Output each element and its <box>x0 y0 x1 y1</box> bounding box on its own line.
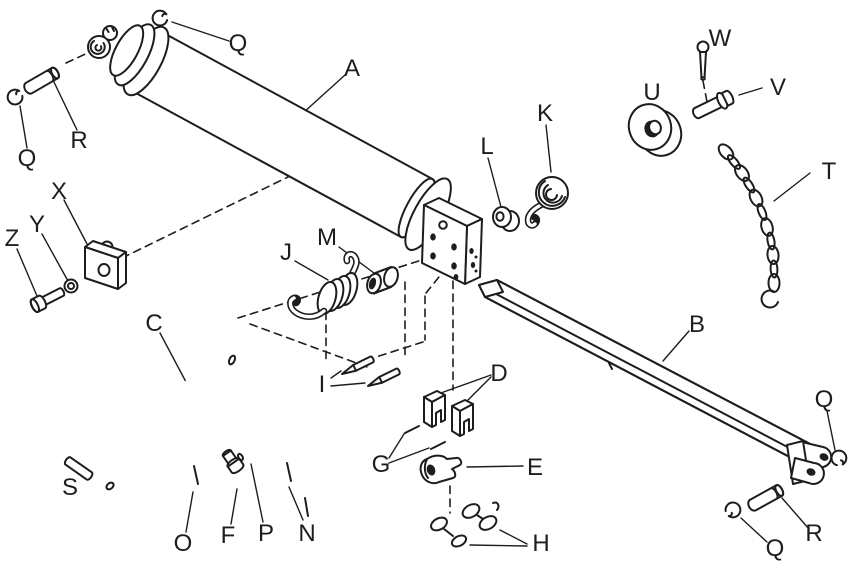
part-l-bushing <box>492 206 520 232</box>
label-d: D <box>490 360 507 387</box>
label-j: J <box>280 239 292 266</box>
label-q-3: Q <box>815 386 834 413</box>
label-y: Y <box>29 211 45 238</box>
label-r-2: R <box>805 520 822 547</box>
part-f-bolt <box>221 448 245 475</box>
label-o: O <box>174 530 193 557</box>
label-i: I <box>319 371 326 398</box>
part-v-clevis-pin <box>691 89 735 120</box>
callout-labels: Q A W U V K L T Q R X Y Z M J C B I D G … <box>5 25 837 562</box>
label-v: V <box>770 74 786 101</box>
part-x-plate <box>84 240 127 290</box>
label-g: G <box>372 451 391 478</box>
part-u-roller <box>627 103 683 157</box>
part-j-torsion-spring <box>287 250 360 321</box>
label-a: A <box>344 55 360 82</box>
label-w: W <box>709 25 732 52</box>
part-k-hook <box>524 176 569 229</box>
label-n: N <box>298 520 315 547</box>
part-e-cam <box>419 454 463 485</box>
part-a-tube-ear-lugs <box>87 25 118 59</box>
label-q-2: Q <box>18 145 37 172</box>
label-e: E <box>527 454 543 481</box>
part-z-bolt <box>29 287 66 314</box>
part-n-pins <box>286 462 309 517</box>
part-w-pin <box>696 40 710 81</box>
label-t: T <box>822 158 837 185</box>
part-i-pins <box>341 355 401 387</box>
part-h-clips <box>430 501 500 548</box>
label-x: X <box>51 178 67 205</box>
label-k: K <box>537 100 553 127</box>
part-g-pins <box>404 425 446 450</box>
label-q-4: Q <box>766 535 785 562</box>
part-d-clips <box>423 390 474 437</box>
part-a-tube <box>109 23 452 251</box>
label-f: F <box>221 522 236 549</box>
part-c-rod <box>105 354 237 493</box>
label-s: S <box>62 474 78 501</box>
part-m-bushing <box>366 266 399 295</box>
part-s-pin <box>63 456 94 481</box>
label-u: U <box>643 79 660 106</box>
part-b-bar <box>478 279 833 485</box>
label-h: H <box>532 530 549 557</box>
label-c: C <box>145 310 162 337</box>
label-q-1: Q <box>229 30 248 57</box>
label-z: Z <box>5 225 20 252</box>
label-m: M <box>317 224 337 251</box>
part-o-pin <box>193 465 199 485</box>
label-l: L <box>480 133 493 160</box>
label-r-1: R <box>70 127 87 154</box>
part-t-chain <box>717 143 781 309</box>
label-b: B <box>689 311 705 338</box>
leader-lines <box>16 21 836 547</box>
part-a-bracket-block <box>421 197 483 285</box>
part-p-l-pin <box>237 441 270 462</box>
label-p: P <box>258 520 274 547</box>
part-y-washer <box>63 278 79 294</box>
